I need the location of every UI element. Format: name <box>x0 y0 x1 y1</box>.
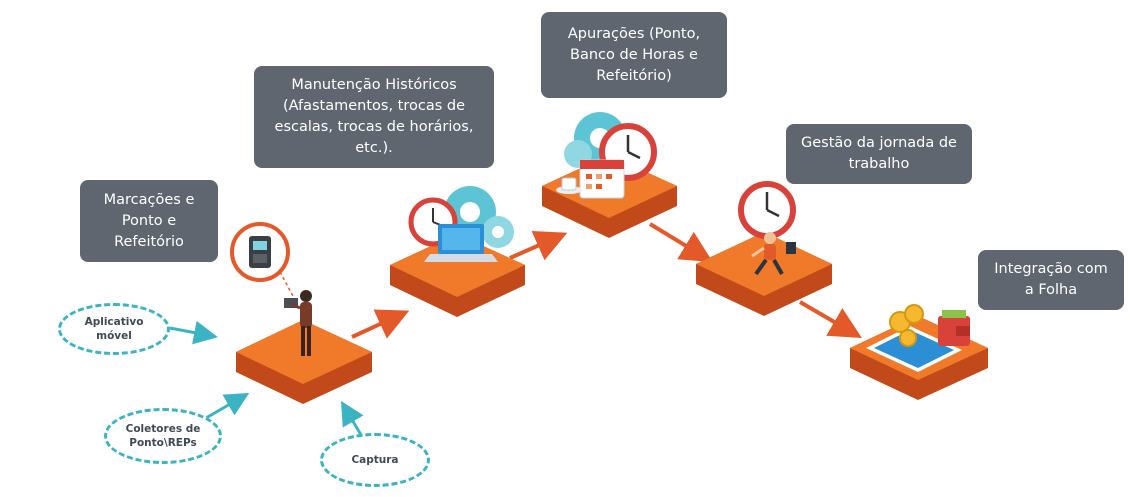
input-arrow-aplicativo <box>169 320 218 345</box>
input-oval-line: Coletores de <box>125 423 201 435</box>
coffee-cup-icon <box>556 177 582 194</box>
stage-label-line: Marcações e <box>103 191 195 208</box>
input-oval-coletores: Coletores de Ponto\REPs <box>104 408 222 464</box>
flow-arrow-3 <box>648 222 713 263</box>
flow-arrow-4 <box>798 300 862 339</box>
stage-label-marcacoes: Marcações e Ponto e Refeitório <box>80 180 218 262</box>
stage-label-manutencao: Manutenção Históricos (Afastamentos, tro… <box>254 66 494 168</box>
stage-label-line: Refeitório <box>114 233 184 250</box>
stage-label-line: Banco de Horas e <box>570 46 698 63</box>
stage-label-line: trabalho <box>848 156 910 172</box>
stage-label-line: a Folha <box>1024 282 1078 298</box>
card-reader-icon <box>230 222 298 308</box>
flow-arrow-2 <box>509 231 568 261</box>
stage-label-apuracoes: Apurações (Ponto, Banco de Horas e Refei… <box>541 12 727 98</box>
stage-label-line: Integração com <box>994 261 1108 277</box>
flow-arrow-1 <box>351 309 410 339</box>
platform-marcacoes <box>230 222 372 404</box>
stage-label-line: Refeitório) <box>596 67 672 84</box>
person-icon <box>290 290 312 356</box>
wallet-icon <box>938 310 970 346</box>
stage-label-integracao: Integração com a Folha <box>978 250 1124 310</box>
calendar-icon <box>579 159 625 199</box>
platform-apuracoes <box>542 112 677 238</box>
coin-icon <box>889 304 924 347</box>
stage-label-line: Manutenção Históricos <box>291 77 457 93</box>
input-arrow-coletores <box>205 392 250 420</box>
platform-manutencao <box>390 186 525 317</box>
stage-label-gestao: Gestão da jornada de trabalho <box>786 124 972 184</box>
stage-label-line: escalas, trocas de horários, <box>274 119 474 135</box>
laptop-icon <box>424 224 498 262</box>
running-person-icon <box>751 232 796 276</box>
input-oval-line: Aplicativo <box>84 316 144 328</box>
platform-integracao <box>850 304 988 400</box>
input-oval-line: Ponto\REPs <box>129 437 197 449</box>
stage-label-line: (Afastamentos, trocas de <box>282 98 466 114</box>
input-oval-line: Captura <box>351 454 399 466</box>
clock-icon <box>738 181 796 239</box>
stage-label-line: etc.). <box>355 140 393 156</box>
tablet-icon <box>866 326 962 372</box>
input-oval-aplicativo: Aplicativo móvel <box>58 303 170 355</box>
stage-label-line: Ponto e <box>121 212 177 229</box>
input-oval-captura: Captura <box>320 433 430 487</box>
stage-label-line: Gestão da jornada de <box>801 135 957 151</box>
flow-arrows <box>351 222 862 339</box>
input-oval-line: móvel <box>96 330 132 342</box>
stage-label-line: Apurações (Ponto, <box>567 25 701 42</box>
platform-gestao <box>696 181 832 316</box>
